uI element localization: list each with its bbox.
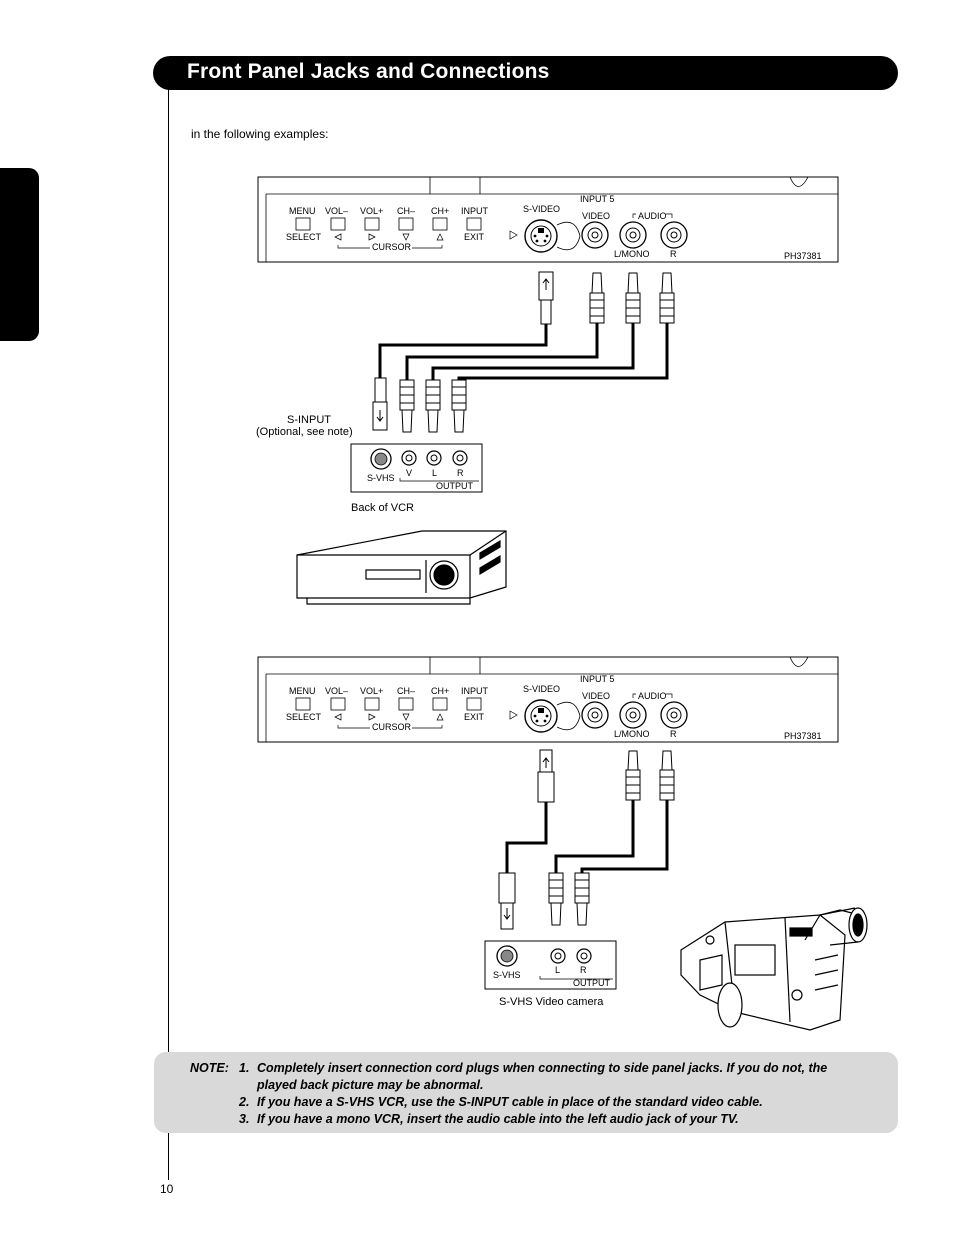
model-label: PH37381	[784, 251, 822, 261]
btn-label-ch-minus: CH–	[397, 206, 415, 216]
camera-caption: S-VHS Video camera	[499, 996, 604, 1008]
select-label-2: SELECT	[286, 712, 322, 722]
btn-label-menu: MENU	[289, 206, 316, 216]
input5-label-2: INPUT 5	[580, 674, 614, 684]
exit-label: EXIT	[464, 232, 485, 242]
btn-label-ch-minus-2: CH–	[397, 686, 415, 696]
note-lead: NOTE:	[190, 1061, 229, 1075]
r-label-2: R	[670, 729, 677, 739]
svideo-label-2: S-VIDEO	[523, 684, 560, 694]
btn-label-vol-minus-2: VOL–	[325, 686, 348, 696]
cable-plugs-top-1	[538, 271, 675, 325]
note-box: NOTE: 1.Completely insert connection cor…	[154, 1052, 898, 1133]
cable-plugs-top-2	[537, 749, 675, 803]
vcr-output-label: OUTPUT	[436, 481, 474, 491]
btn-label-vol-plus-2: VOL+	[360, 686, 383, 696]
cable-plugs-bottom-1	[372, 377, 467, 433]
camera-svhs-label: S-VHS	[493, 970, 521, 980]
sinput-label: S-INPUT	[287, 414, 331, 426]
note-item-1: 1.Completely insert connection cord plug…	[239, 1061, 828, 1075]
page-header: Front Panel Jacks and Connections	[153, 56, 898, 90]
cursor-label: CURSOR	[372, 242, 412, 252]
video-label-2: VIDEO	[582, 691, 610, 701]
vcr-l-label: L	[432, 468, 437, 478]
camera-output-label: OUTPUT	[573, 978, 611, 988]
cursor-label-2: CURSOR	[372, 722, 412, 732]
input5-label: INPUT 5	[580, 194, 614, 204]
vcr-illustration	[296, 530, 507, 605]
vcr-caption: Back of VCR	[351, 502, 414, 514]
page-number: 10	[160, 1182, 174, 1196]
lmono-label: L/MONO	[614, 249, 650, 259]
vcr-r-label: R	[457, 468, 464, 478]
page-title: Front Panel Jacks and Connections	[187, 60, 550, 83]
vcr-back-panel: S-VHS V L R OUTPUT	[350, 443, 483, 493]
camcorder-illustration	[680, 907, 868, 1031]
btn-label-ch-plus-2: CH+	[431, 686, 449, 696]
btn-label-vol-plus: VOL+	[360, 206, 383, 216]
side-tab-marker	[0, 168, 39, 341]
video-label: VIDEO	[582, 211, 610, 221]
lmono-label-2: L/MONO	[614, 729, 650, 739]
exit-label-2: EXIT	[464, 712, 485, 722]
note-item-3: 3.If you have a mono VCR, insert the aud…	[239, 1112, 739, 1126]
cable-plugs-bottom-2	[498, 872, 590, 930]
camera-output-panel: S-VHS L R OUTPUT	[484, 940, 617, 990]
note-item-1-cont: played back picture may be abnormal.	[257, 1078, 484, 1092]
camera-l-label: L	[555, 965, 560, 975]
r-label: R	[670, 249, 677, 259]
vcr-svhs-label: S-VHS	[367, 473, 395, 483]
cables-1	[378, 323, 669, 380]
btn-label-vol-minus: VOL–	[325, 206, 348, 216]
note-item-2: 2.If you have a S-VHS VCR, use the S-INP…	[239, 1095, 763, 1109]
camera-r-label: R	[580, 965, 587, 975]
cables-2	[505, 800, 669, 873]
audio-label-2: AUDIO	[638, 691, 667, 701]
btn-label-input: INPUT	[461, 206, 489, 216]
optional-note-label: (Optional, see note)	[256, 426, 353, 438]
select-label: SELECT	[286, 232, 322, 242]
btn-label-menu-2: MENU	[289, 686, 316, 696]
intro-text: in the following examples:	[191, 127, 329, 141]
audio-label: AUDIO	[638, 211, 667, 221]
vcr-v-label: V	[406, 468, 412, 478]
tv-side-panel-2: MENU VOL– VOL+ CH– CH+ INPUT SELECT EXIT…	[257, 656, 839, 743]
btn-label-ch-plus: CH+	[431, 206, 449, 216]
svideo-label: S-VIDEO	[523, 204, 560, 214]
model-label-2: PH37381	[784, 731, 822, 741]
margin-rule	[168, 88, 169, 1180]
btn-label-input-2: INPUT	[461, 686, 489, 696]
tv-side-panel-1: MENU VOL– VOL+ CH– CH+ INPUT SELECT EXIT…	[257, 176, 839, 263]
